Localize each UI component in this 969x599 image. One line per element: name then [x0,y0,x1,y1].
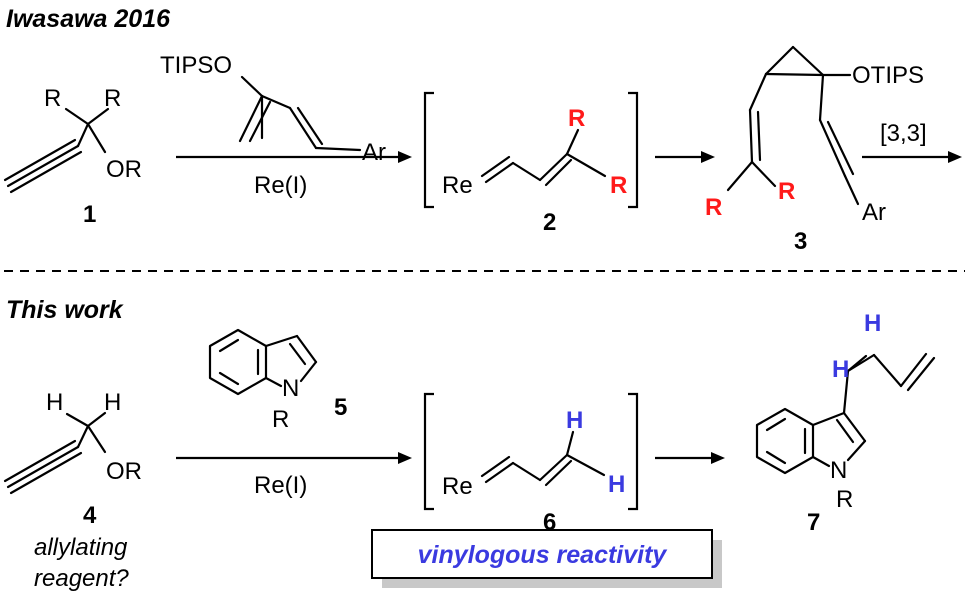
compound-number-5: 5 [334,394,347,421]
substituent-or: OR [106,458,142,485]
rhenium-label: Re [442,172,473,199]
compound-number-1: 1 [83,201,96,228]
nitrogen-label: N [830,457,847,484]
hydrogen-highlighted: H [864,310,881,337]
substituent-r: R [104,85,121,112]
indole-5-structure [208,328,318,396]
substituent-or: OR [106,156,142,183]
substituent-r-highlighted: R [705,194,722,221]
hydrogen-highlighted: H [832,356,849,383]
intermediate-6-structure [480,430,606,487]
callout-box [371,529,722,588]
compound-4-structure [3,411,107,495]
substituent-r: R [272,406,289,433]
question-line-2: reagent? [34,565,129,592]
aryl-label: Ar [362,139,386,166]
compound-number-3: 3 [794,228,807,255]
substituent-r: R [44,85,61,112]
cyclopropane-3-structure [726,45,860,206]
compound-1-structure [3,107,110,194]
bracket [423,91,639,209]
tipso-label: TIPSO [160,52,232,79]
silyloxy-diene-structure [238,75,362,152]
hydrogen-label: H [104,389,121,416]
substituent-r-highlighted: R [778,178,795,205]
aryl-label: Ar [862,199,886,226]
callout-text: vinylogous reactivity [418,541,668,569]
substituent-r: R [836,486,853,513]
reaction-arrow [176,452,412,464]
substituent-r-highlighted: R [610,172,627,199]
heading-this-work: This work [6,296,124,324]
compound-number-4: 4 [83,502,97,529]
compound-number-7: 7 [807,509,820,536]
substituent-r-highlighted: R [568,105,585,132]
hydrogen-highlighted: H [608,471,625,498]
heading-prior-work: Iwasawa 2016 [6,5,171,33]
catalyst-label: Re(I) [254,472,307,499]
sigmatropic-label: [3,3] [880,120,927,147]
nitrogen-label: N [282,375,299,402]
question-line-1: allylating [34,534,128,561]
compound-number-2: 2 [543,209,556,236]
catalyst-label: Re(I) [254,172,307,199]
bracket [423,392,639,511]
product-7-structure [755,352,936,475]
hydrogen-highlighted: H [566,407,583,434]
reaction-arrow [862,151,962,163]
intermediate-2-structure [480,128,607,187]
reaction-arrow [176,151,412,163]
reaction-arrow [655,151,715,163]
reaction-arrow [655,452,725,464]
otips-label: OTIPS [852,62,924,89]
hydrogen-label: H [46,389,63,416]
rhenium-label: Re [442,473,473,500]
